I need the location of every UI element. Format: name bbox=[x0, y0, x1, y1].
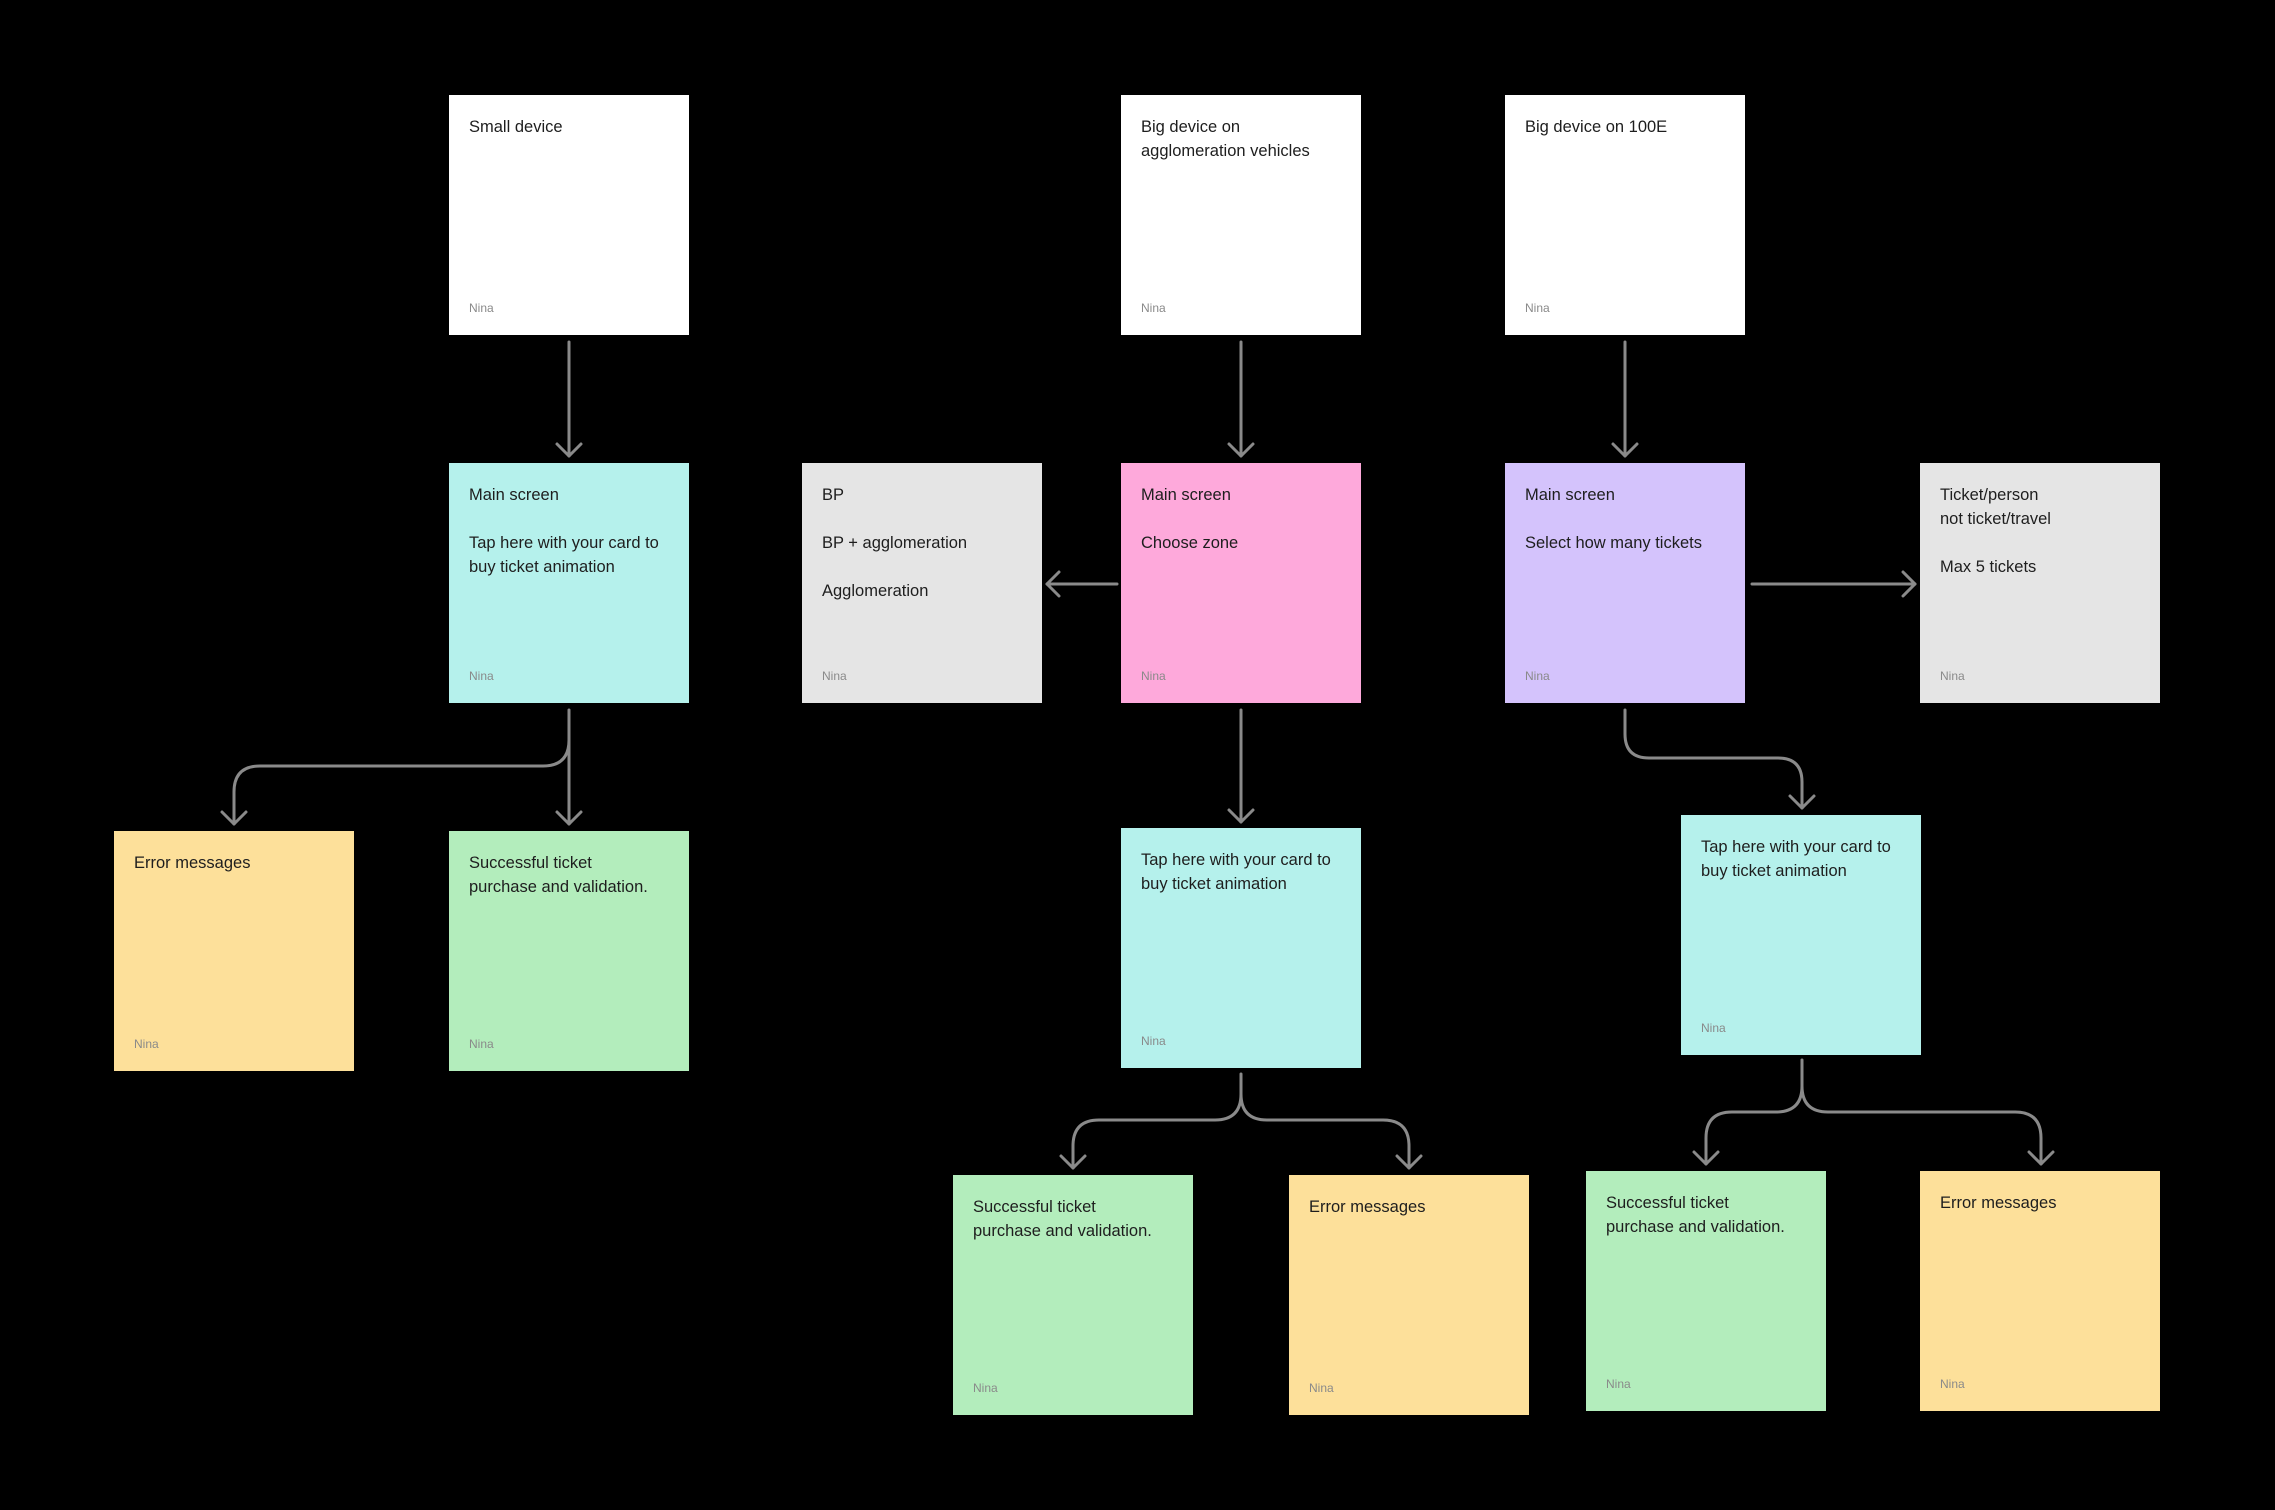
note-text: Small device bbox=[469, 118, 563, 136]
sticky-note-error-messages-100e[interactable]: Error messages Nina bbox=[1920, 1171, 2160, 1411]
sticky-note-ticket-rules[interactable]: Ticket/person not ticket/travel Max 5 ti… bbox=[1920, 463, 2160, 703]
arrow-agglomeration-to-choose-zone bbox=[1227, 340, 1255, 458]
note-author: Nina bbox=[469, 301, 494, 315]
note-text: Error messages bbox=[134, 854, 251, 872]
sticky-note-success-small[interactable]: Successful ticket purchase and validatio… bbox=[449, 831, 689, 1071]
sticky-note-main-screen-select-tickets[interactable]: Main screen Select how many tickets Nina bbox=[1505, 463, 1745, 703]
arrow-100e-to-select-tickets bbox=[1611, 340, 1639, 458]
sticky-note-main-screen-choose-zone[interactable]: Main screen Choose zone Nina bbox=[1121, 463, 1361, 703]
note-text: Main screen Choose zone bbox=[1141, 486, 1239, 552]
note-text: Successful ticket purchase and validatio… bbox=[1606, 1194, 1785, 1236]
note-author: Nina bbox=[822, 669, 847, 683]
note-text: Big device on agglomeration vehicles bbox=[1141, 118, 1310, 160]
sticky-note-small-device[interactable]: Small device Nina bbox=[449, 95, 689, 335]
note-text: BP BP + agglomeration Agglomeration bbox=[822, 486, 968, 600]
sticky-note-success-100e[interactable]: Successful ticket purchase and validatio… bbox=[1586, 1171, 1826, 1411]
arrow-select-tickets-to-ticket-rules bbox=[1750, 570, 1917, 598]
note-author: Nina bbox=[1525, 301, 1550, 315]
sticky-note-main-screen-tap-card[interactable]: Main screen Tap here with your card to b… bbox=[449, 463, 689, 703]
note-text: Successful ticket purchase and validatio… bbox=[469, 854, 648, 896]
arrow-select-tickets-to-tap-card bbox=[1623, 708, 1816, 810]
note-text: Tap here with your card to buy ticket an… bbox=[1141, 851, 1331, 893]
sticky-note-success-agglomeration[interactable]: Successful ticket purchase and validatio… bbox=[953, 1175, 1193, 1415]
arrow-tap-card-to-outcomes-middle bbox=[1059, 1072, 1423, 1170]
note-text: Big device on 100E bbox=[1525, 118, 1668, 136]
arrow-choose-zone-to-zone-options bbox=[1045, 570, 1119, 598]
sticky-note-big-device-agglomeration[interactable]: Big device on agglomeration vehicles Nin… bbox=[1121, 95, 1361, 335]
note-text: Tap here with your card to buy ticket an… bbox=[1701, 838, 1891, 880]
note-author: Nina bbox=[1525, 669, 1550, 683]
note-text: Main screen Select how many tickets bbox=[1525, 486, 1702, 552]
note-text: Error messages bbox=[1309, 1198, 1426, 1216]
note-text: Error messages bbox=[1940, 1194, 2057, 1212]
note-author: Nina bbox=[469, 669, 494, 683]
sticky-note-error-messages-agglomeration[interactable]: Error messages Nina bbox=[1289, 1175, 1529, 1415]
arrow-main-screen-to-outcomes bbox=[220, 708, 583, 826]
note-text: Successful ticket purchase and validatio… bbox=[973, 1198, 1152, 1240]
note-author: Nina bbox=[1141, 669, 1166, 683]
note-author: Nina bbox=[1606, 1377, 1631, 1391]
sticky-note-error-messages-small[interactable]: Error messages Nina bbox=[114, 831, 354, 1071]
sticky-note-tap-card-agglomeration[interactable]: Tap here with your card to buy ticket an… bbox=[1121, 828, 1361, 1068]
sticky-note-big-device-100e[interactable]: Big device on 100E Nina bbox=[1505, 95, 1745, 335]
sticky-note-tap-card-100e[interactable]: Tap here with your card to buy ticket an… bbox=[1681, 815, 1921, 1055]
note-author: Nina bbox=[134, 1037, 159, 1051]
note-author: Nina bbox=[1141, 301, 1166, 315]
note-author: Nina bbox=[1940, 1377, 1965, 1391]
note-author: Nina bbox=[1309, 1381, 1334, 1395]
arrow-choose-zone-to-tap-card bbox=[1227, 708, 1255, 824]
sticky-note-zone-options[interactable]: BP BP + agglomeration Agglomeration Nina bbox=[802, 463, 1042, 703]
note-text: Main screen Tap here with your card to b… bbox=[469, 486, 659, 576]
arrow-tap-card-to-outcomes-right bbox=[1692, 1058, 2055, 1166]
note-author: Nina bbox=[1141, 1034, 1166, 1048]
note-author: Nina bbox=[973, 1381, 998, 1395]
note-text: Ticket/person not ticket/travel Max 5 ti… bbox=[1940, 486, 2051, 576]
arrow-small-device-to-main-screen bbox=[555, 340, 583, 458]
note-author: Nina bbox=[1701, 1021, 1726, 1035]
note-author: Nina bbox=[1940, 669, 1965, 683]
note-author: Nina bbox=[469, 1037, 494, 1051]
